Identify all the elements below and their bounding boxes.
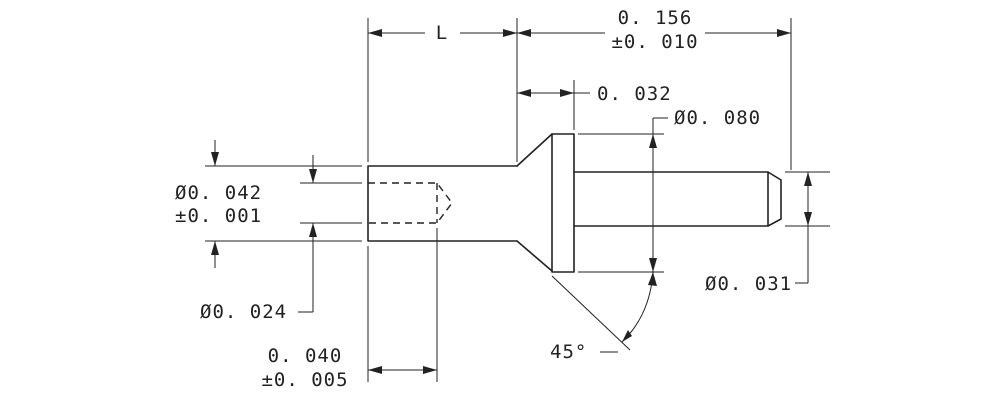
part-outline (367, 133, 782, 273)
dimension-lines (211, 29, 812, 374)
hole-depth-tolerance: ±0. 005 (261, 369, 348, 391)
length-label: L (436, 22, 448, 44)
shank-diameter-value: Ø0. 042 (175, 182, 262, 204)
head-thickness-value: 0. 032 (597, 83, 672, 105)
cone-outline (516, 133, 553, 272)
hole-diameter-value: Ø0. 024 (200, 301, 287, 323)
shank-diameter-tolerance: ±0. 001 (175, 205, 262, 227)
dimension-labels: L 0. 156 ±0. 010 0. 032 Ø0. 080 Ø0. 042 … (175, 7, 792, 391)
pin-outline (573, 171, 782, 227)
chamfer-angle-value: 45° (550, 341, 587, 363)
head-diameter-value: Ø0. 080 (674, 107, 761, 129)
hidden-hole (368, 182, 453, 224)
shank-outline (367, 165, 518, 242)
overall-length-tolerance: ±0. 010 (611, 31, 698, 53)
head-flange (551, 133, 575, 273)
extension-lines (205, 18, 830, 382)
hole-depth-value: 0. 040 (268, 345, 343, 367)
overall-length-value: 0. 156 (618, 7, 693, 29)
pin-diameter-value: Ø0. 031 (705, 273, 792, 295)
